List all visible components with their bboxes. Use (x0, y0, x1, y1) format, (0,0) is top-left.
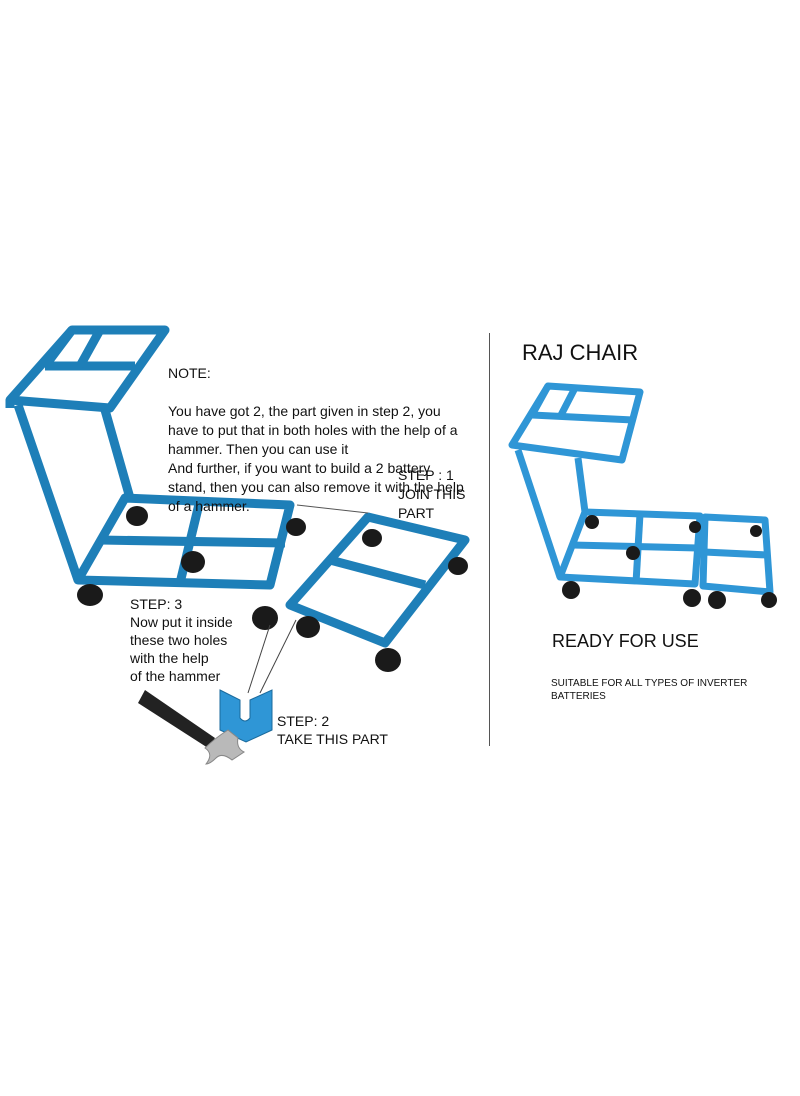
extension-part (285, 512, 470, 648)
step-3-label: STEP: 3 Now put it inside these two hole… (130, 596, 233, 684)
battery-stand-chair-left (5, 325, 295, 590)
note-heading: NOTE: (168, 365, 211, 381)
suitability-note: SUITABLE FOR ALL TYPES OF INVERTER BATTE… (551, 678, 748, 702)
panel-divider (489, 333, 490, 746)
wheels-left-chair (77, 506, 306, 630)
hammer-illustration (138, 690, 245, 765)
assembly-note: NOTE: You have got 2, the part given in … (168, 345, 468, 516)
battery-stand-assembled-right (508, 382, 774, 596)
step-2-label: STEP: 2 TAKE THIS PART (277, 713, 388, 747)
ready-for-use-label: READY FOR USE (552, 631, 699, 651)
step-1-label: STEP : 1 JOIN THIS PART (398, 467, 466, 521)
connector-piece (219, 689, 273, 743)
wheels-assembled (562, 515, 777, 609)
note-body: You have got 2, the part given in step 2… (168, 403, 464, 514)
product-title: RAJ CHAIR (522, 340, 639, 365)
wheels-extension (296, 529, 468, 672)
